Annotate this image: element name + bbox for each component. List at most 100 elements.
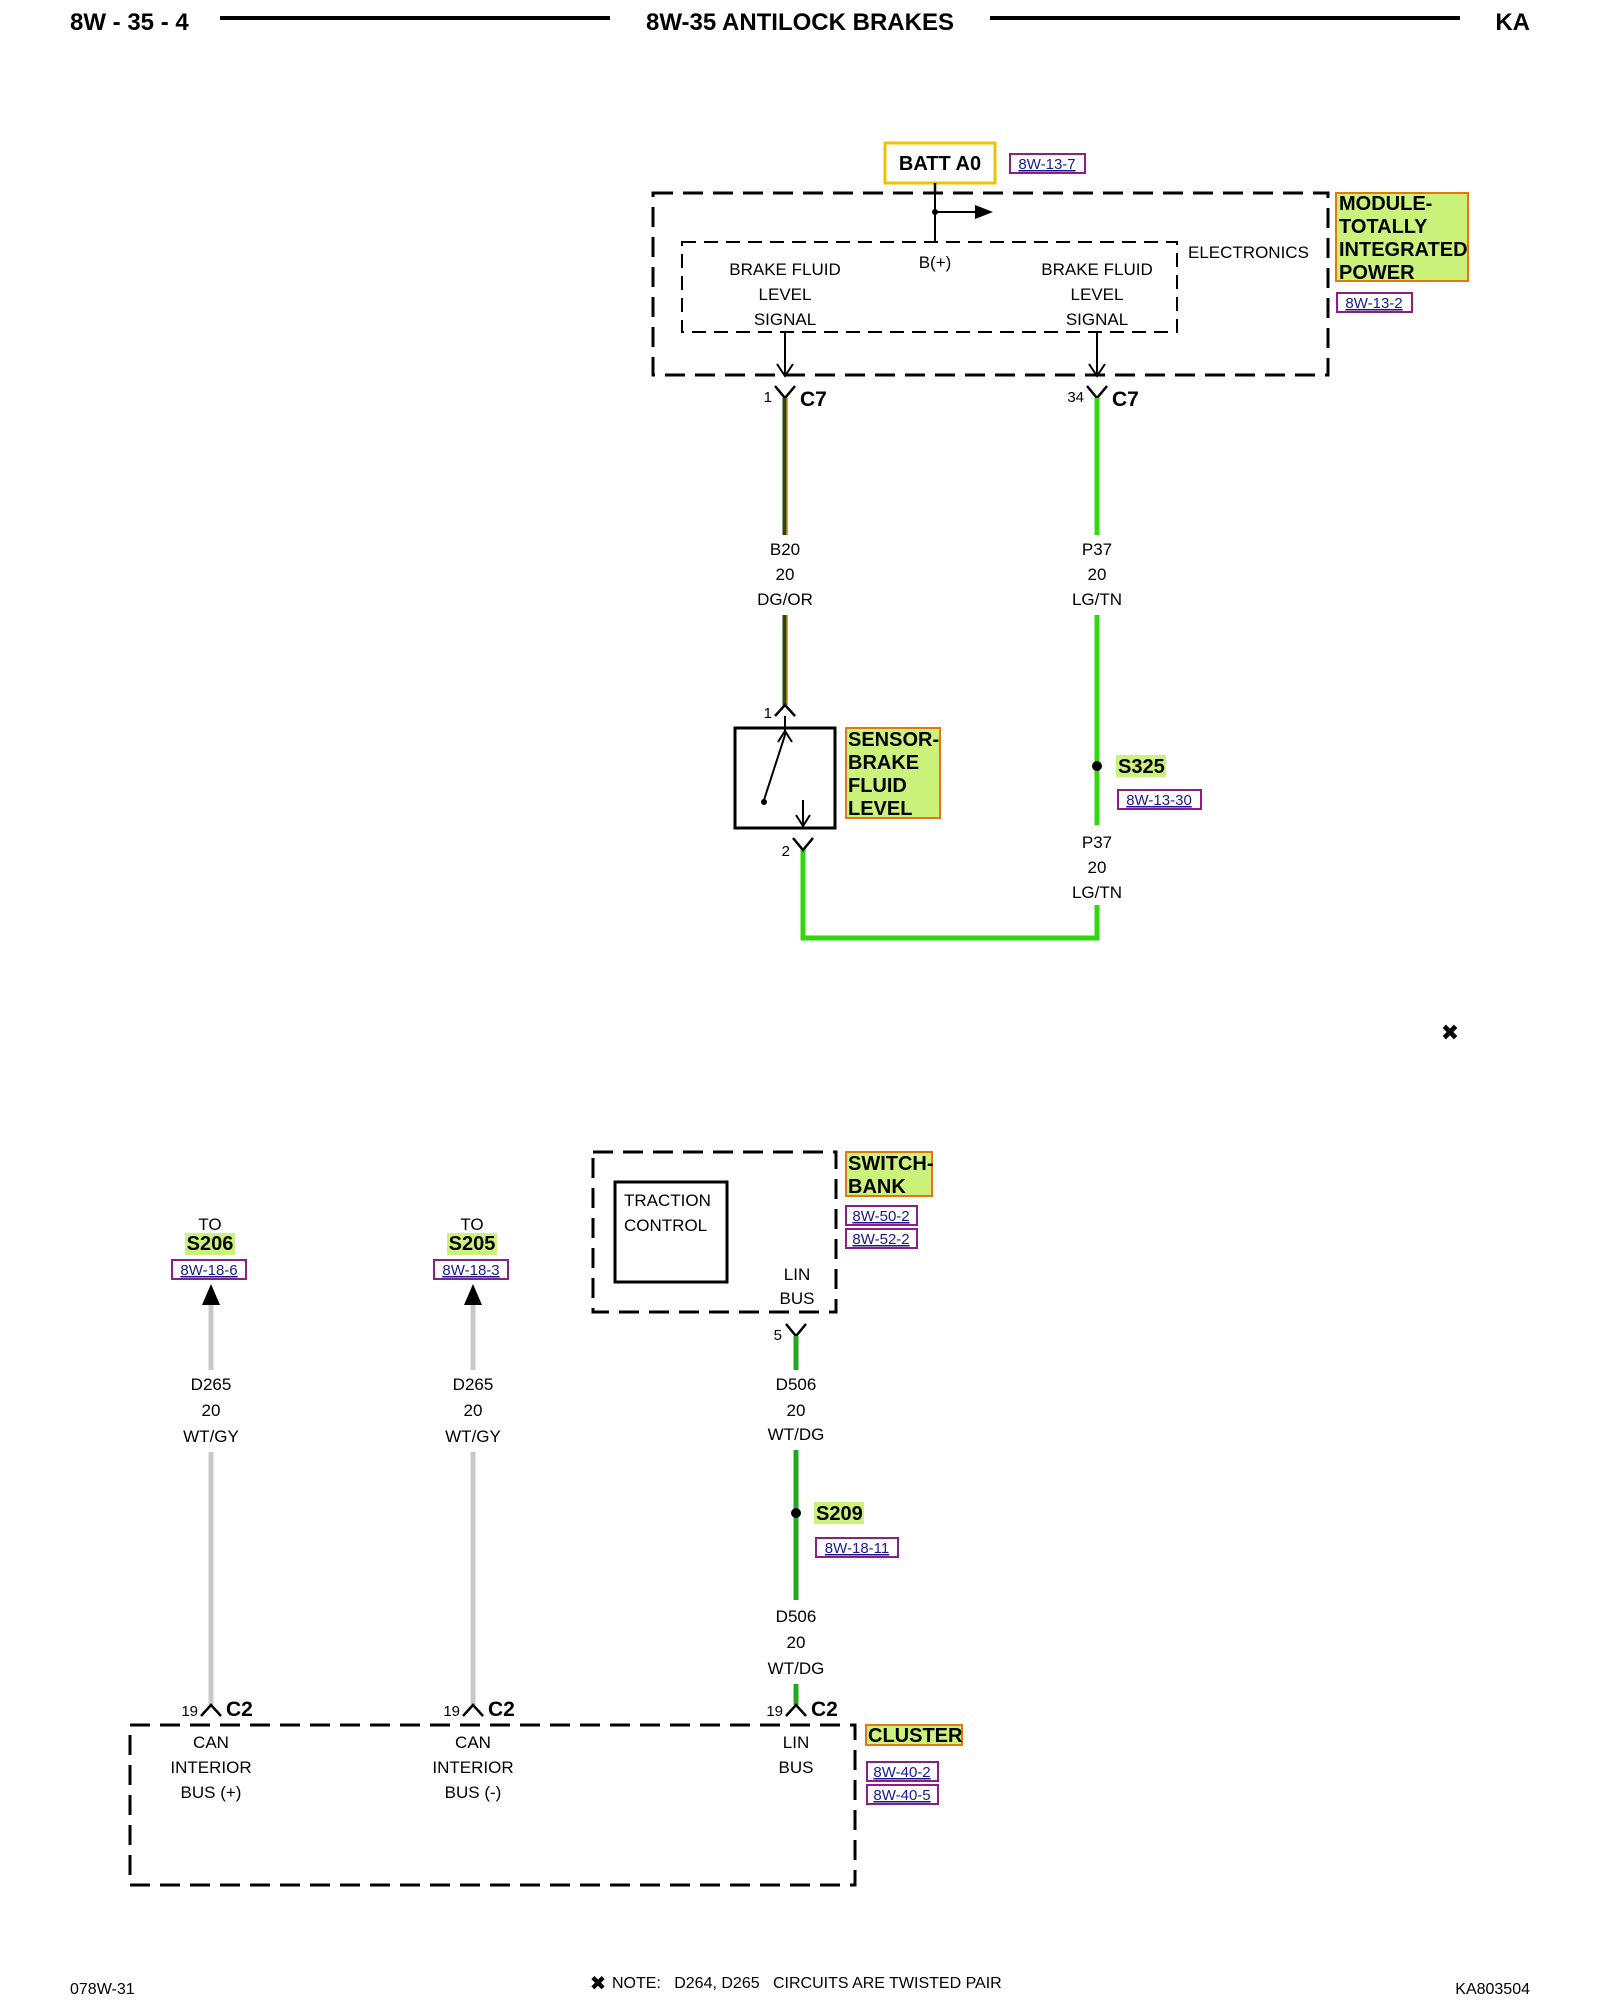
switch-bank-ref2-link[interactable]: 8W-52-2: [852, 1231, 909, 1248]
to-s205-name: S205: [449, 1233, 496, 1255]
page-header: 8W - 35 - 4 8W-35 ANTILOCK BRAKES KA: [70, 9, 1530, 36]
sensor-switch-arm: [763, 734, 786, 801]
switch-bank-ref1-link[interactable]: 8W-50-2: [852, 1208, 909, 1225]
wire-b20: B20 20 DG/OR: [757, 398, 813, 705]
wire-d265-right-color: WT/GY: [445, 1427, 501, 1446]
splice-s325-label-box: [1116, 755, 1166, 777]
cluster-outline: [128, 1723, 857, 1887]
cluster-ref2-box[interactable]: [866, 1784, 939, 1805]
tipm-name-line1: MODULE-: [1339, 193, 1432, 215]
cluster-ref2-link[interactable]: 8W-40-5: [873, 1787, 930, 1804]
tipm-pin-right: 34: [1067, 389, 1084, 406]
splice-s209-ref-link[interactable]: 8W-18-11: [825, 1540, 889, 1557]
cluster-connector-b-symbol: [462, 1703, 484, 1717]
tipm-name-line4: POWER: [1339, 262, 1415, 284]
splice-s325-ref-link[interactable]: 8W-13-30: [1126, 792, 1192, 809]
twisted-pair-marker-icon: ✖: [1441, 1020, 1459, 1045]
wire-b20-gauge: 20: [776, 565, 795, 584]
batt-a0-box: [883, 141, 997, 185]
traction-control-line2: CONTROL: [624, 1216, 707, 1235]
wire-d265-left-color: WT/GY: [183, 1427, 239, 1446]
cluster-label-a-line3: BUS (+): [181, 1783, 242, 1802]
cluster-connector-c-symbol: [785, 1703, 807, 1717]
splice-s325: S325 8W-13-30: [1092, 755, 1202, 810]
to-s206-label-box: [185, 1233, 235, 1255]
wire-p37-bottom-gauge: 20: [1088, 858, 1107, 877]
wire-d265-right-circuit: D265: [453, 1375, 494, 1394]
tipm-name-label-box: [1335, 192, 1469, 282]
wire-b20-color: DG/OR: [757, 590, 813, 609]
bplus-node: [932, 209, 938, 215]
splice-s325-ref-box[interactable]: [1117, 789, 1202, 810]
sensor-internal-bottom-arrow: [795, 814, 811, 828]
splice-s209-ref-box[interactable]: [815, 1537, 899, 1558]
wire-d506: D506 20 WT/DG D506 20 WT/DG: [768, 1336, 825, 1705]
switch-bank-name-line2: BANK: [848, 1176, 906, 1198]
page-number: 8W - 35 - 4: [70, 9, 189, 36]
sensor-name-line4: LEVEL: [848, 798, 912, 820]
tipm-signal-left-line3: SIGNAL: [754, 310, 816, 329]
wire-p37: P37 20 LG/TN P37 20 LG/TN: [800, 398, 1122, 941]
tipm-pin-left: 1: [764, 389, 772, 406]
sensor-pin-top: 1: [764, 705, 772, 722]
sensor-name-line3: FLUID: [848, 775, 907, 797]
splice-s209-label-box: [814, 1502, 864, 1524]
cluster-ref1-box[interactable]: [866, 1761, 939, 1782]
to-s206-ref-box[interactable]: [171, 1259, 247, 1280]
cluster-connector-c: C2: [811, 1698, 838, 1721]
tipm-module: ELECTRONICS B(+) BRAKE FLUID LEVEL SIGNA…: [651, 183, 1469, 411]
batt-a0-ref-box[interactable]: [1009, 153, 1086, 174]
tipm-ref-link[interactable]: 8W-13-2: [1345, 295, 1402, 312]
to-s205-arrow-head: [464, 1284, 482, 1305]
tipm-name-line2: TOTALLY: [1339, 216, 1428, 238]
wire-p37-return: [800, 848, 1100, 941]
wire-d506-bottom-color: WT/DG: [768, 1659, 825, 1678]
tipm-signal-left-arrow: [776, 363, 794, 378]
switch-bank: TRACTION CONTROL LIN BUS SWITCH- BANK 8W…: [591, 1150, 934, 1344]
sensor-name-label-box: [845, 727, 941, 819]
splice-s209-dot: [791, 1508, 801, 1518]
footer-note-marker-icon: ✖: [590, 1973, 607, 1995]
tipm-electronics-outline: [681, 241, 1178, 333]
bplus-arrow-head: [975, 205, 993, 219]
cluster-ref1-link[interactable]: 8W-40-2: [873, 1764, 930, 1781]
footer-right-code: KA803504: [1455, 1981, 1530, 1998]
cluster-module: 19 C2 CAN INTERIOR BUS (+) 19 C2 CAN INT…: [128, 1698, 963, 1887]
sensor-brake-fluid-level: 1 2 SENSOR- BRAKE FLUID LEVEL: [733, 703, 941, 860]
sensor-name-line1: SENSOR-: [848, 729, 939, 751]
sensor-internal-arrow: [777, 729, 793, 743]
to-s205-ref-link[interactable]: 8W-18-3: [442, 1262, 499, 1279]
cluster-name: CLUSTER: [868, 1725, 963, 1747]
cluster-connector-a: C2: [226, 1698, 253, 1721]
wire-p37-top-circuit: P37: [1082, 540, 1112, 559]
sensor-body: [733, 726, 837, 830]
wire-d506-top-gauge: 20: [787, 1401, 806, 1420]
switch-bank-ref2-box[interactable]: [845, 1228, 918, 1249]
tipm-connector-left-symbol: [774, 385, 796, 400]
switch-bank-outline: [591, 1150, 838, 1314]
sensor-switch-contact: [761, 799, 767, 805]
switch-bank-name-label-box: [845, 1151, 933, 1197]
cluster-label-c-line2: BUS: [779, 1758, 814, 1777]
tipm-ref-box[interactable]: [1336, 292, 1413, 313]
wire-d265-left-gauge: 20: [202, 1401, 221, 1420]
wire-p37-bottom-color: LG/TN: [1072, 883, 1122, 902]
to-s205: TO S205 8W-18-3 D265 20 WT/GY: [433, 1215, 509, 1705]
splice-s325-name: S325: [1118, 756, 1165, 778]
cluster-pin-b: 19: [443, 1703, 460, 1720]
to-s206-ref-link[interactable]: 8W-18-6: [180, 1262, 237, 1279]
tipm-name-line3: INTEGRATED: [1339, 239, 1468, 261]
batt-a0-ref-link[interactable]: 8W-13-7: [1018, 156, 1075, 173]
to-s205-ref-box[interactable]: [433, 1259, 509, 1280]
switch-bank-pin: 5: [774, 1327, 782, 1344]
tipm-signal-left-line2: LEVEL: [759, 285, 812, 304]
tipm-signal-right-line2: LEVEL: [1071, 285, 1124, 304]
switch-bank-ref1-box[interactable]: [845, 1205, 918, 1226]
wire-d506-top-color: WT/DG: [768, 1425, 825, 1444]
traction-control-box: [613, 1180, 729, 1284]
tipm-connector-left: C7: [800, 388, 827, 411]
to-s206-to: TO: [198, 1215, 221, 1234]
cluster-label-a-line2: INTERIOR: [170, 1758, 251, 1777]
wire-p37-top-color: LG/TN: [1072, 590, 1122, 609]
